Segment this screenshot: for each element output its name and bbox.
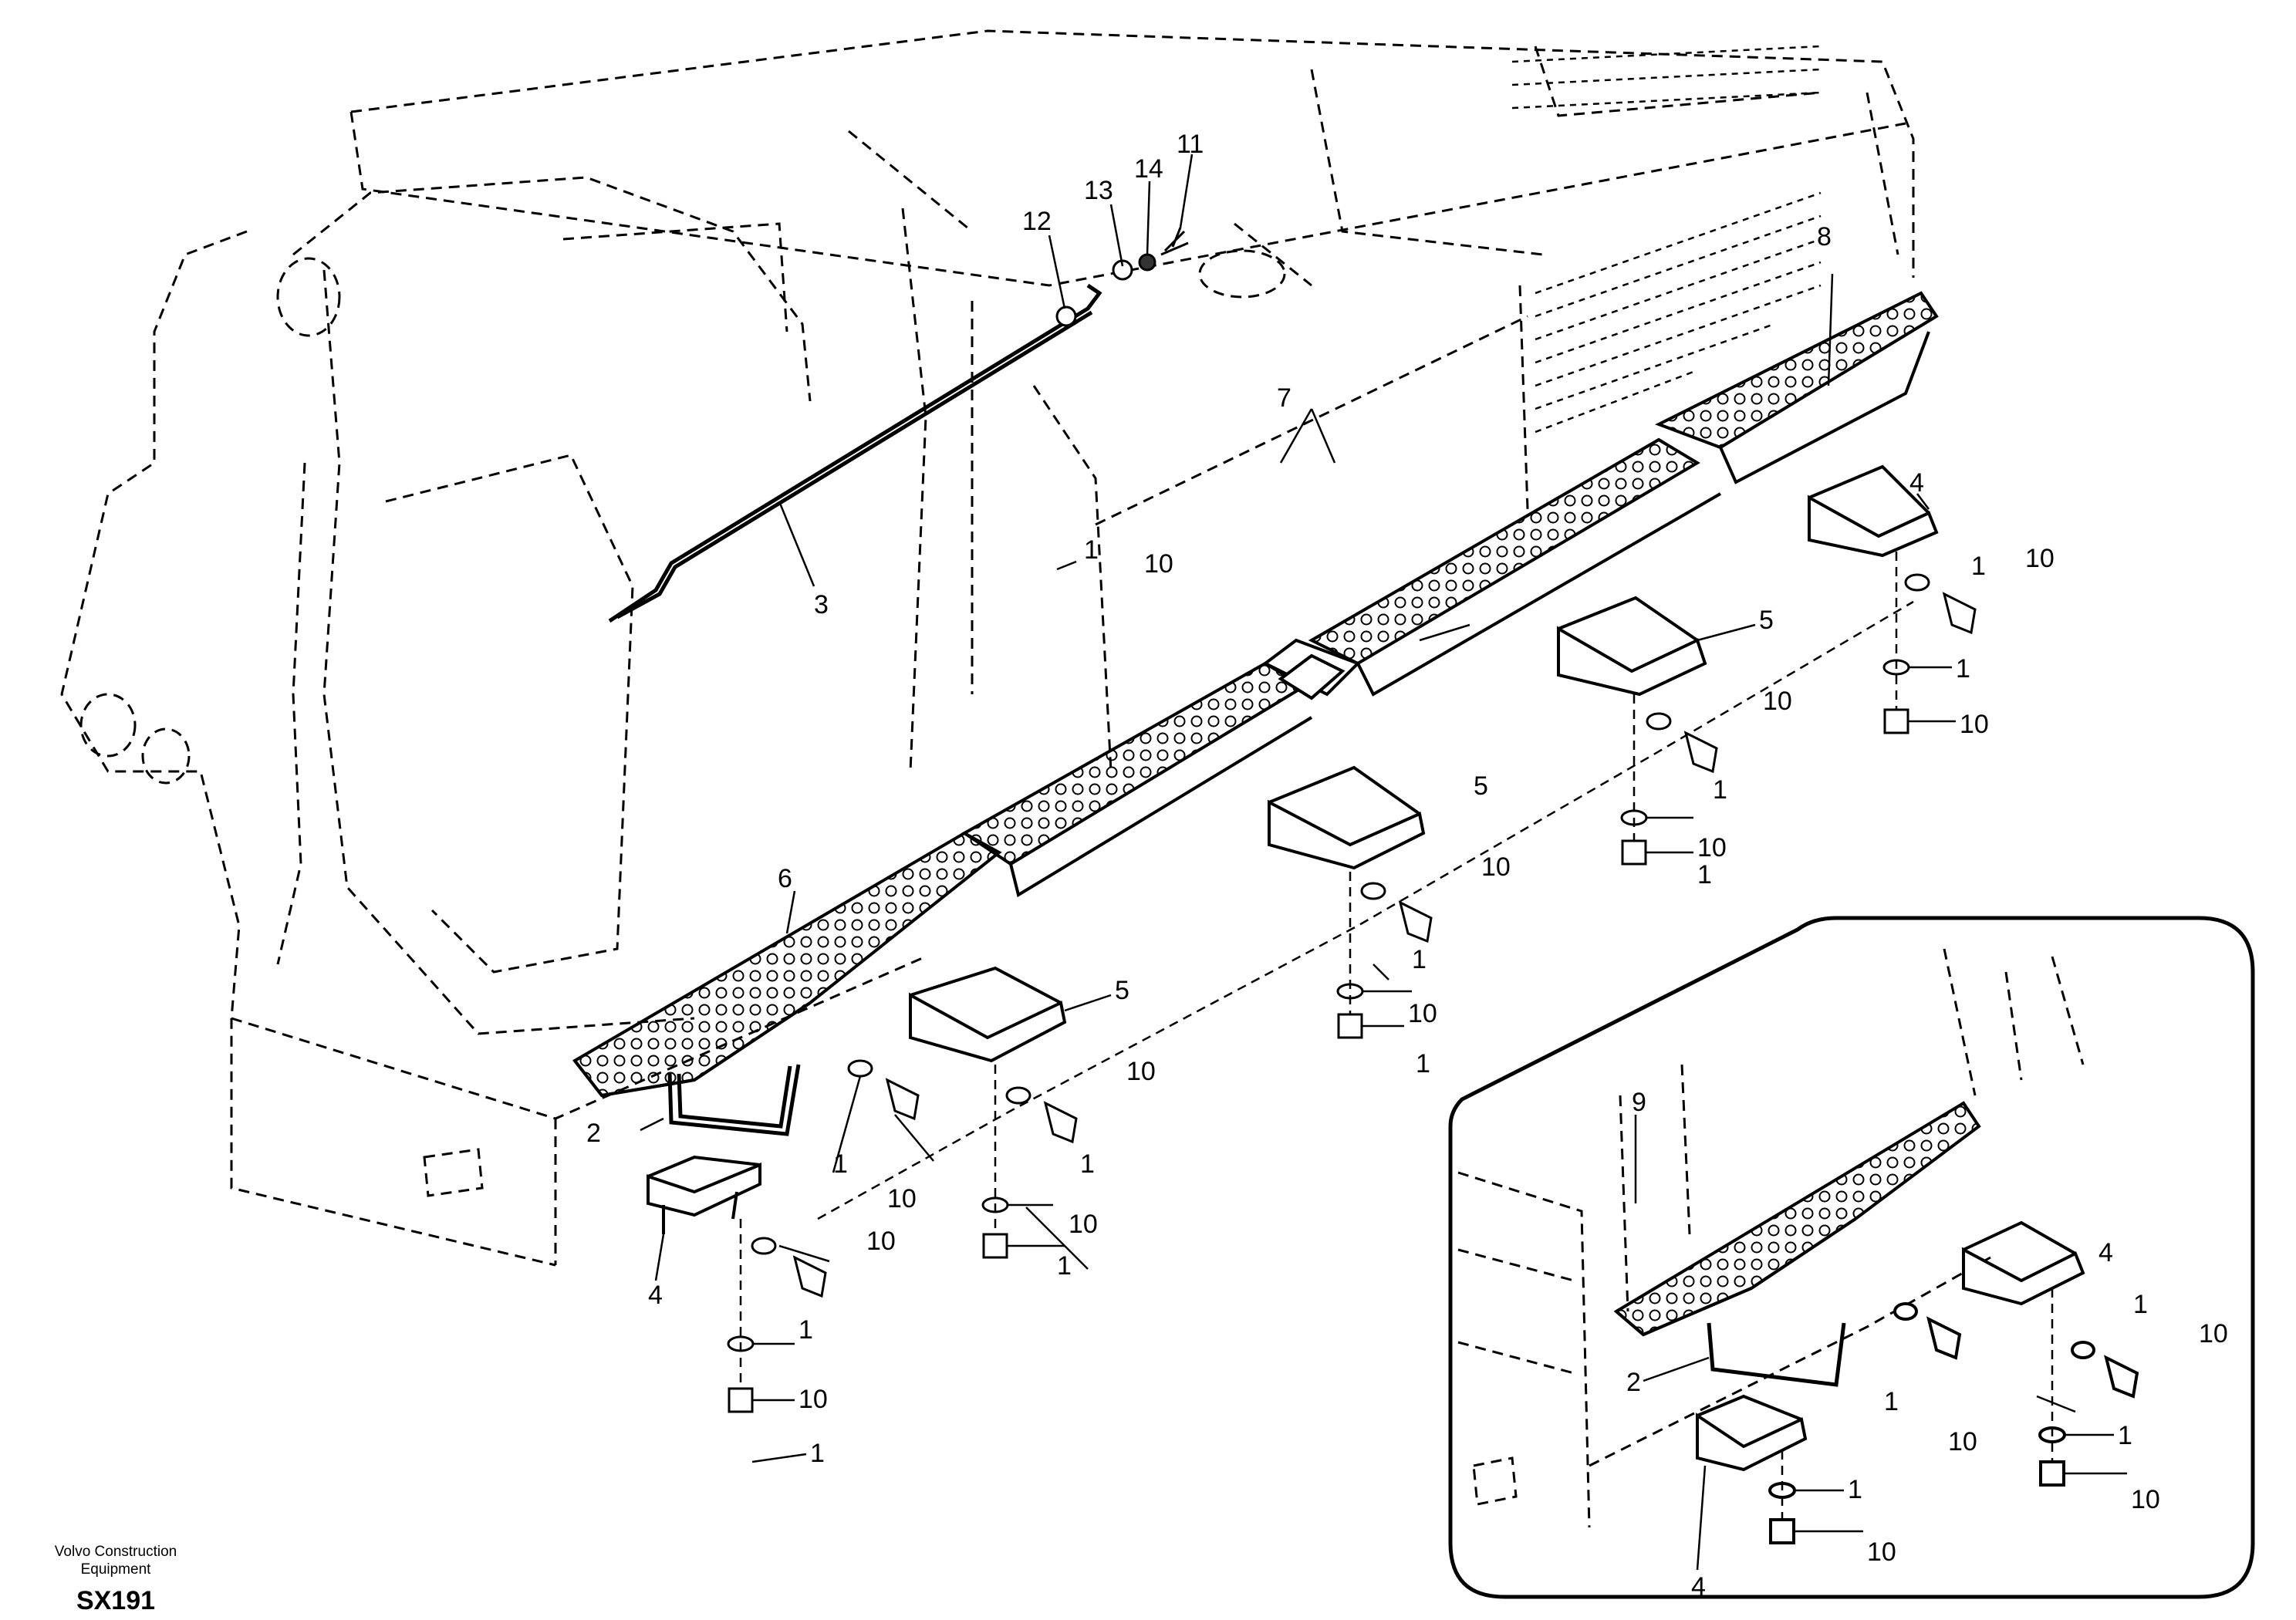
callout-10-m: 10 [2199, 1319, 2228, 1348]
callout-1-h: 1 [1416, 1049, 1430, 1078]
callout-1-e: 1 [1080, 1149, 1095, 1179]
callout-1-g: 1 [1412, 945, 1427, 974]
callout-1-b: 1 [833, 1149, 848, 1179]
callout-10-o: 10 [2131, 1485, 2160, 1514]
callout-1-a: 1 [1084, 535, 1099, 565]
callout-labels: 1 1 1 1 1 1 1 1 1 1 1 1 1 1 1 1 2 2 3 4 … [586, 130, 2228, 1601]
callout-leaders [751, 560, 2127, 1533]
footer-brand-block: Volvo Construction Equipment SX191 [23, 1543, 208, 1616]
callout-1-j: 1 [1697, 860, 1712, 889]
bolt-center-lines [739, 552, 1914, 1389]
callout-3: 3 [814, 590, 829, 619]
callout-2-inset: 2 [1626, 1368, 1641, 1397]
leader-lines [640, 154, 2076, 1571]
callout-1-c: 1 [799, 1315, 813, 1345]
callout-9: 9 [1632, 1088, 1646, 1117]
callout-10-h: 10 [1408, 999, 1437, 1028]
callout-10-l: 10 [1960, 710, 1989, 739]
callout-10-e: 10 [1126, 1057, 1156, 1086]
callout-4-d: 4 [1691, 1572, 1706, 1601]
handrail [608, 283, 1102, 623]
bracket-5-middle [1268, 765, 1426, 870]
callout-10-p: 10 [1867, 1537, 1896, 1567]
handrail-mount-bolts [1055, 227, 1189, 327]
grab-handle-front [667, 1064, 801, 1136]
step-plate-middle-2 [1308, 437, 1722, 697]
callout-13: 13 [1084, 176, 1113, 205]
callout-7: 7 [1277, 383, 1292, 413]
callout-1-f: 1 [1057, 1251, 1072, 1281]
bracket-5-front [909, 966, 1067, 1063]
callout-1-p: 1 [1848, 1475, 1862, 1504]
drawing-code: SX191 [76, 1586, 156, 1615]
machine-outline [60, 29, 1915, 1267]
callout-1-n: 1 [1884, 1387, 1899, 1416]
callout-11: 11 [1177, 130, 1204, 159]
engine-grille [1511, 45, 1822, 434]
fasteners [727, 573, 1977, 1413]
step-plate-rear [1655, 291, 1939, 484]
callout-1-d: 1 [810, 1439, 825, 1468]
step-plate-middle-1 [961, 661, 1313, 898]
bracket-4-rear [1808, 464, 1939, 558]
callout-1-o: 1 [2118, 1421, 2132, 1450]
callout-4-a: 4 [648, 1281, 663, 1310]
callout-10-i: 10 [1763, 687, 1792, 716]
callout-4-c: 4 [2098, 1238, 2113, 1267]
callout-10-c: 10 [866, 1227, 896, 1256]
callout-10-g: 10 [1481, 852, 1511, 882]
callout-1-m: 1 [2133, 1290, 2148, 1319]
bracket-5-rear [1557, 596, 1707, 697]
callout-10-j: 10 [1697, 833, 1727, 862]
callout-5-c: 5 [1759, 606, 1774, 635]
callout-6: 6 [778, 864, 792, 893]
callout-14: 14 [1134, 154, 1163, 184]
callout-1-l: 1 [1956, 654, 1970, 683]
callout-5-a: 5 [1115, 976, 1129, 1005]
callout-10-f: 10 [1069, 1210, 1098, 1239]
bracket-4-front [647, 1155, 761, 1234]
callout-10-a: 10 [1144, 549, 1173, 579]
callout-4-b: 4 [1909, 468, 1924, 498]
callout-10-n: 10 [1948, 1427, 1977, 1456]
callout-1-i: 1 [1713, 775, 1727, 805]
brand-name: Volvo Construction Equipment [54, 1544, 177, 1578]
callout-10-b: 10 [887, 1184, 917, 1213]
callout-8: 8 [1817, 222, 1832, 251]
callout-1-k: 1 [1971, 552, 1986, 581]
callout-2: 2 [586, 1119, 601, 1148]
callout-5-b: 5 [1474, 771, 1488, 801]
callout-10-k: 10 [2025, 544, 2055, 573]
callout-10-d: 10 [799, 1385, 828, 1414]
callout-12: 12 [1022, 207, 1052, 236]
step-joint-plates [1262, 638, 1361, 700]
